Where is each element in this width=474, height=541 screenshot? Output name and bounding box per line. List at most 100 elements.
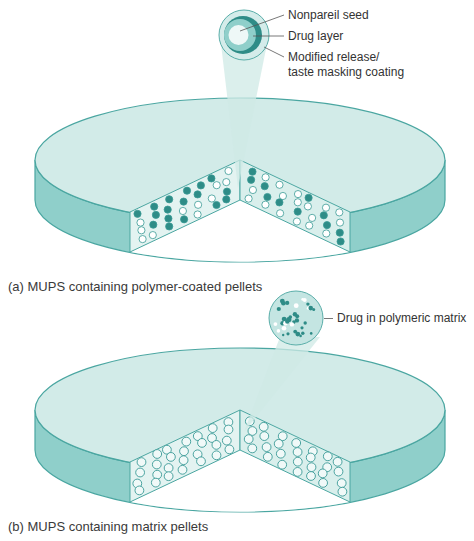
matrix-pellet xyxy=(307,463,316,472)
coated-pellet xyxy=(208,175,215,182)
matrix-pellet xyxy=(260,432,269,441)
coated-pellet xyxy=(194,191,201,198)
drug-particle xyxy=(306,302,309,305)
coated-pellet xyxy=(309,214,316,221)
drug-particles xyxy=(274,298,316,337)
coated-pellet xyxy=(248,176,255,183)
coated-pellet xyxy=(277,210,284,217)
coated-pellet xyxy=(249,186,256,193)
drug-particle xyxy=(294,303,299,308)
coated-pellet xyxy=(262,201,269,208)
coated-pellet xyxy=(197,182,204,189)
coated-pellet xyxy=(336,229,343,236)
pellet-bubble xyxy=(219,10,269,60)
matrix-pellet xyxy=(333,457,342,466)
drug-particle xyxy=(285,319,289,323)
matrix-pellet xyxy=(259,422,268,431)
leader-line xyxy=(253,36,284,37)
coated-pellet xyxy=(164,206,171,213)
coated-pellet xyxy=(137,219,144,226)
matrix-pellet xyxy=(306,453,315,462)
matrix-pellet xyxy=(178,465,187,474)
matrix-pellet xyxy=(292,439,301,448)
matrix-pellet xyxy=(278,460,287,469)
matrix-pellet xyxy=(153,450,162,459)
cut-face xyxy=(240,410,350,502)
matrix-pellet xyxy=(307,472,316,481)
drug-particle xyxy=(304,321,307,324)
coated-pellet xyxy=(293,218,300,225)
coated-pellet xyxy=(180,198,187,205)
coated-pellet xyxy=(304,203,311,210)
coated-pellet xyxy=(323,230,330,237)
drug-particle xyxy=(293,312,297,316)
matrix-pellet xyxy=(225,445,234,454)
part-label: Drug layer xyxy=(288,29,343,44)
drug-particle xyxy=(277,329,281,333)
coated-pellet xyxy=(223,196,230,203)
coated-pellet xyxy=(150,221,157,228)
coated-pellet xyxy=(337,238,344,245)
zoom-cone xyxy=(221,44,267,188)
matrix-pellet xyxy=(244,435,253,444)
matrix-pellet xyxy=(180,447,189,456)
coated-pellet xyxy=(261,183,268,190)
matrix-pellet xyxy=(153,470,162,479)
coated-pellet xyxy=(181,216,188,223)
drug-particle xyxy=(300,326,303,329)
coated-pellet xyxy=(152,211,159,218)
coated-pellet xyxy=(134,210,141,217)
coated-pellet xyxy=(179,207,186,214)
pellets xyxy=(133,417,347,496)
matrix-pellet xyxy=(263,452,272,461)
coated-pellet xyxy=(323,222,330,229)
matrix-pellet xyxy=(293,468,302,477)
coated-pellet xyxy=(306,222,313,229)
matrix-pellet xyxy=(222,436,231,445)
coated-pellet xyxy=(249,168,256,175)
coated-pellet xyxy=(219,10,269,60)
matrix-pellet xyxy=(137,458,146,467)
drug-particle xyxy=(282,326,287,331)
matrix-pellet xyxy=(334,467,343,476)
coated-pellet xyxy=(138,227,145,234)
coated-pellet xyxy=(294,199,301,206)
drug-particle xyxy=(281,301,286,306)
matrix-pellet xyxy=(337,479,346,488)
coated-pellet xyxy=(305,194,312,201)
coated-pellet xyxy=(225,167,232,174)
matrix-pellet xyxy=(151,478,160,487)
matrix-pellet xyxy=(208,424,217,433)
coated-pellet xyxy=(245,195,252,202)
coated-pellet xyxy=(195,201,202,208)
drug-particle xyxy=(299,335,302,338)
matrix-pellet xyxy=(164,472,173,481)
coated-pellet xyxy=(320,212,327,219)
coated-pellet xyxy=(165,215,172,222)
matrix-pellet xyxy=(198,439,207,448)
matrix-pellet xyxy=(164,464,173,473)
matrix-pellet xyxy=(269,291,323,345)
coated-pellet xyxy=(279,192,286,199)
matrix-pellet xyxy=(197,457,206,466)
matrix-pellet xyxy=(179,456,188,465)
figure-caption: (b) MUPS containing matrix pellets xyxy=(8,519,208,535)
drug-particle xyxy=(308,306,313,311)
cutaway xyxy=(130,410,350,512)
matrix-pellet xyxy=(319,479,328,488)
coating-layer xyxy=(224,16,262,54)
matrix-pellet xyxy=(293,457,302,466)
leader-line xyxy=(264,47,284,57)
coated-pellet xyxy=(139,236,146,243)
coated-pellet xyxy=(336,209,343,216)
matrix-pellet xyxy=(248,444,257,453)
matrix-pellet xyxy=(152,460,161,469)
coated-pellet xyxy=(262,174,269,181)
tablet xyxy=(35,348,445,512)
cut-face xyxy=(130,160,240,252)
coated-pellet xyxy=(166,223,173,230)
coated-pellet xyxy=(194,211,201,218)
drug-particle xyxy=(310,332,313,335)
part-label: Drug in polymeric matrix xyxy=(337,311,466,326)
coated-pellet xyxy=(276,181,283,188)
